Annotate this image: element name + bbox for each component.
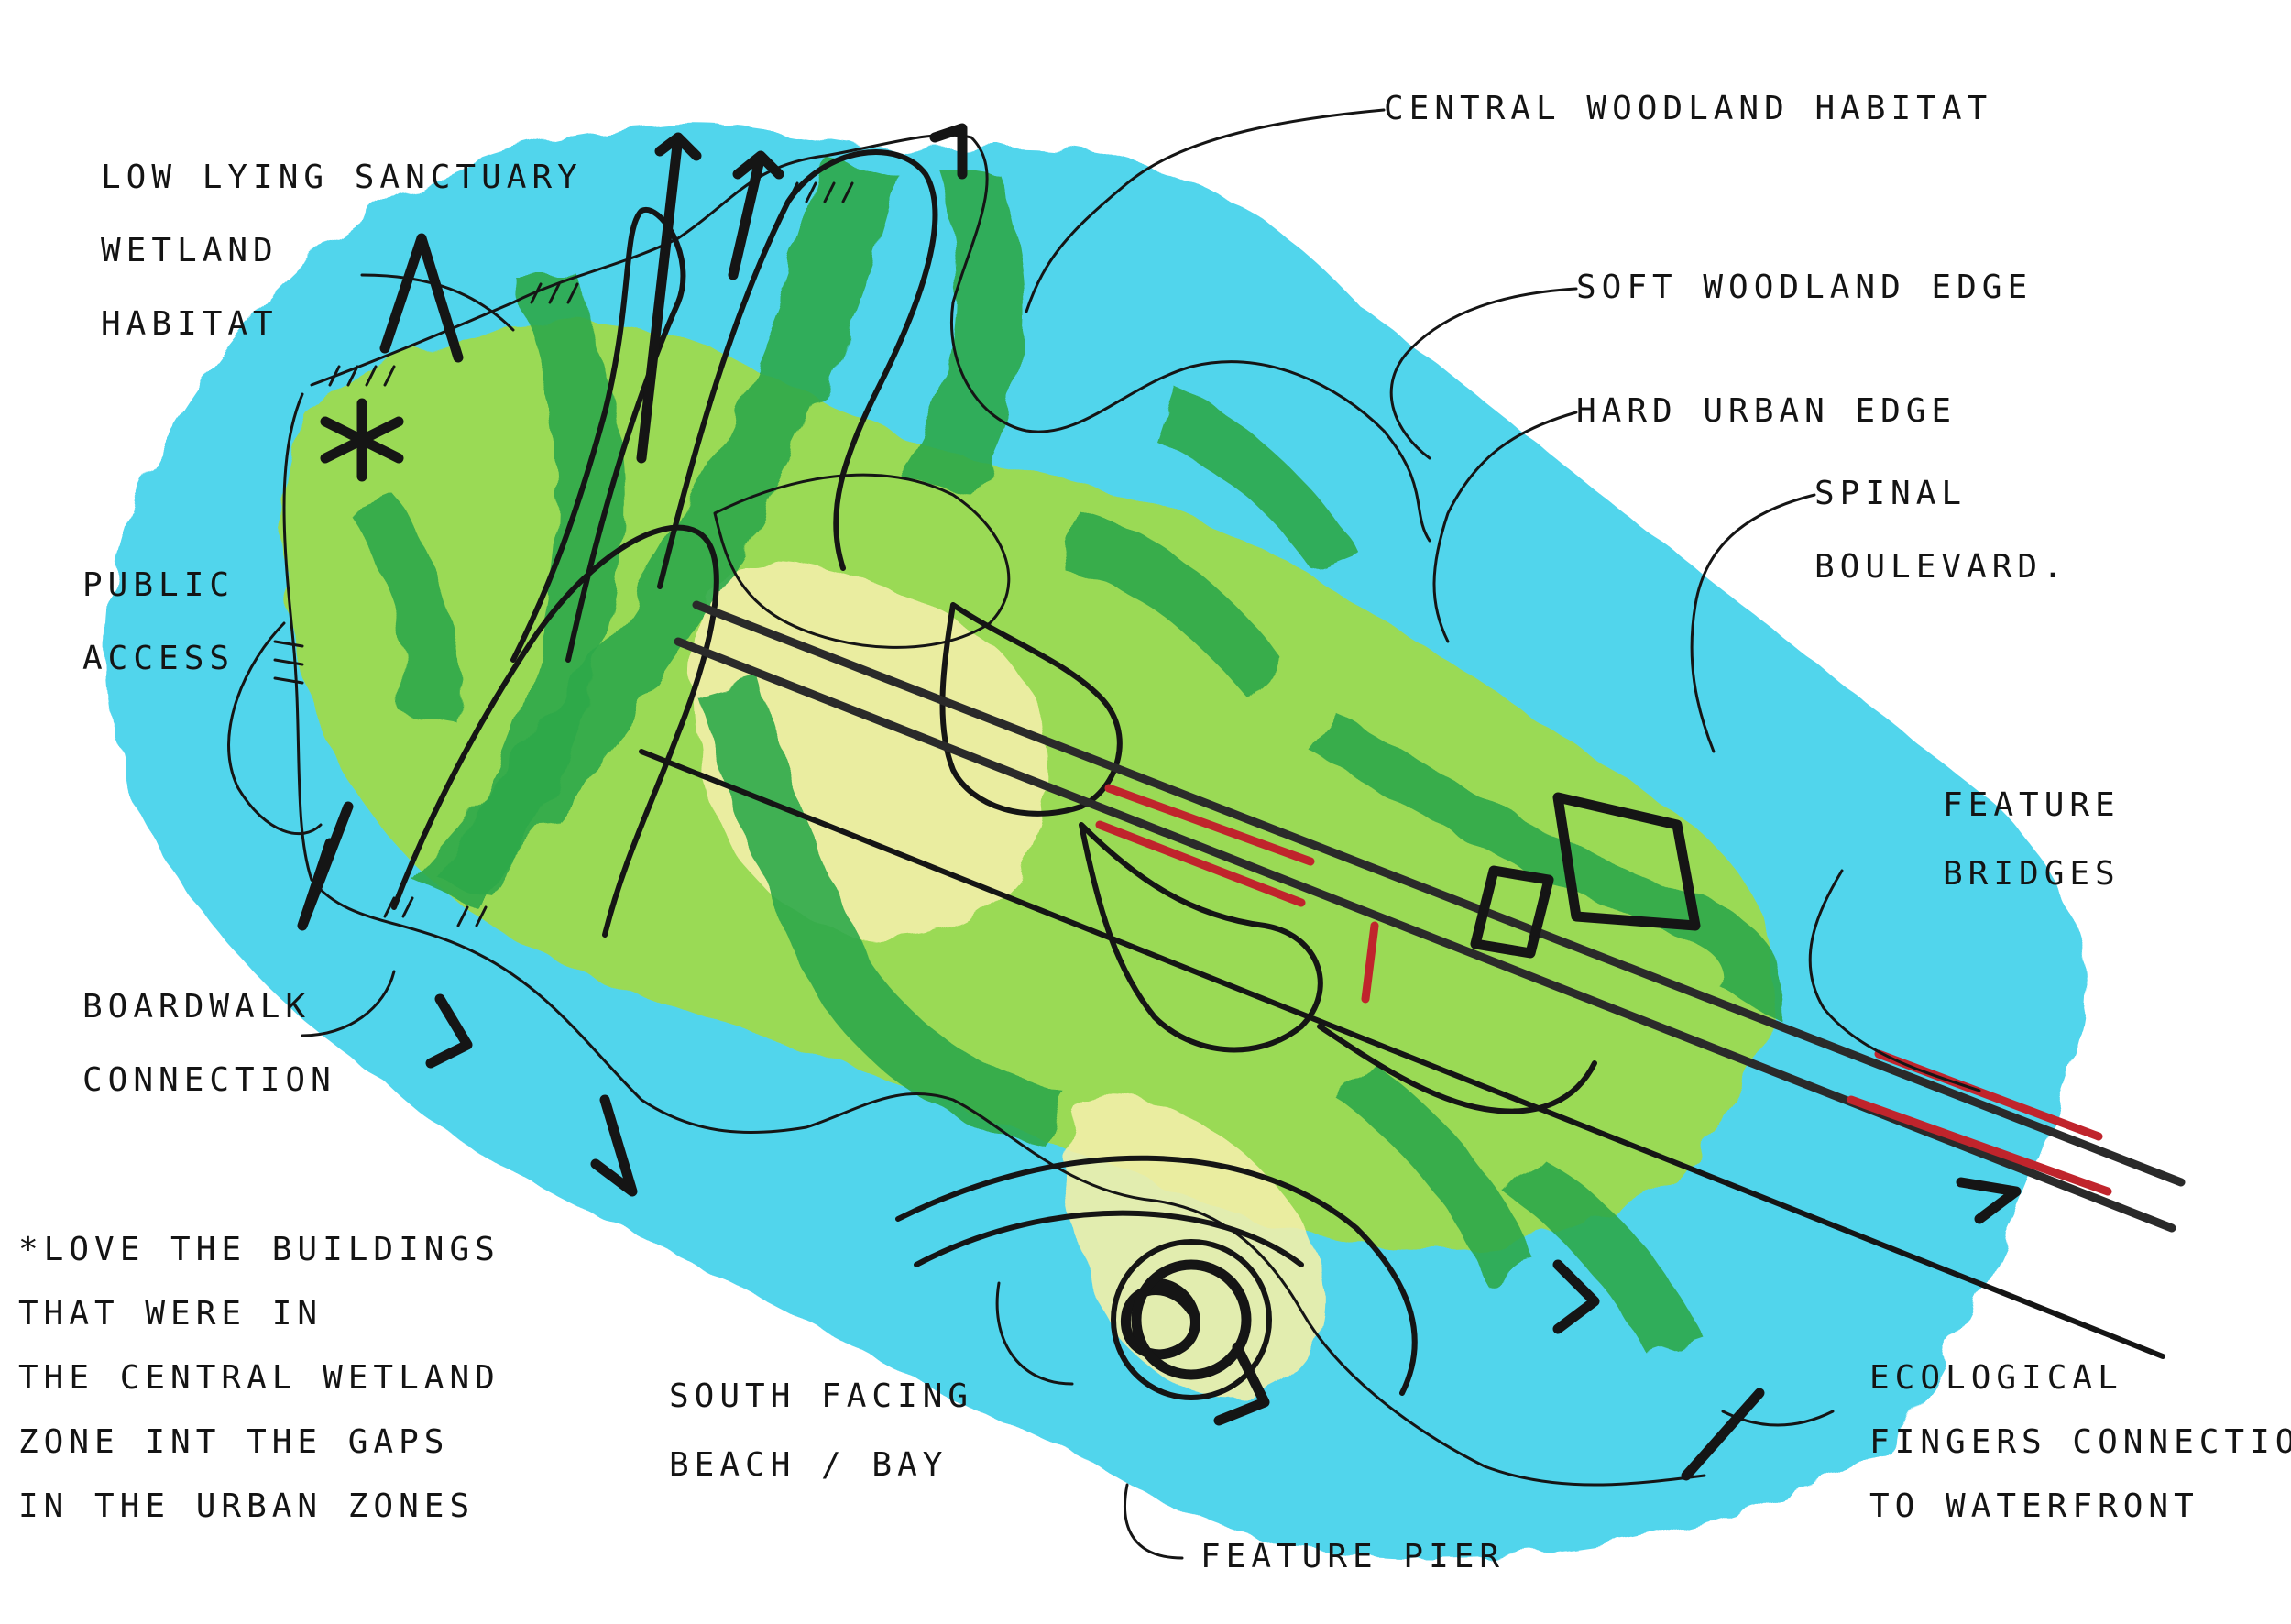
label-south-facing-beach: SOUTH FACING BEACH / BAY: [669, 1377, 999, 1484]
woodland-path: [1079, 822, 1323, 1053]
leader-lines: [227, 108, 1981, 1560]
ink-linework: [227, 108, 2186, 1560]
label-public-access: PUBLIC ACCESS: [82, 566, 260, 677]
site-boundary: [282, 133, 1706, 1487]
label-feature-bridges: FEATURE BRIDGES: [1943, 786, 2145, 893]
woodland-path: [1317, 1024, 1597, 1114]
woodland-path: [939, 602, 1123, 817]
boardwalk-hatching: [273, 181, 854, 927]
label-feature-pier: FEATURE PIER: [1200, 1538, 1505, 1575]
label-lowlying-wetland: LOW LYING SANCTUARY WETLAND HABITAT: [101, 159, 608, 343]
arrow-icon: [297, 123, 2022, 1481]
label-boardwalk-connection: BOARDWALK CONNECTION: [82, 988, 336, 1099]
label-central-woodland: CENTRAL WOODLAND HABITAT: [1384, 90, 1992, 127]
annotations: LOW LYING SANCTUARY WETLAND HABITAT CENT…: [18, 90, 2291, 1575]
beach-arc: [914, 1210, 1304, 1267]
label-soft-woodland-edge: SOFT WOODLAND EDGE: [1576, 269, 2033, 306]
woodland-path: [391, 524, 719, 938]
beach-arc: [895, 1155, 1418, 1396]
label-hard-urban-edge: HARD URBAN EDGE: [1576, 392, 1957, 430]
woodland-path: [510, 206, 686, 663]
spinal-boulevard-edge: [639, 749, 2165, 1359]
asterisk-icon: [320, 398, 404, 482]
woodland-path: [713, 473, 1011, 649]
spiral-icon: [1111, 1239, 1272, 1400]
label-buildings-note: *LOVE THE BUILDINGS THAT WERE IN THE CEN…: [18, 1231, 526, 1525]
label-ecological-fingers: ECOLOGICAL FINGERS CONNECTION TO WATERFR…: [1869, 1359, 2291, 1525]
building-block: [1470, 792, 1701, 959]
dark-woodland-fingers: [348, 156, 1784, 1356]
spinal-boulevard: [674, 600, 2186, 1233]
label-spinal-boulevard: SPINAL BOULEVARD.: [1814, 475, 2068, 586]
woodland-path: [657, 149, 938, 589]
